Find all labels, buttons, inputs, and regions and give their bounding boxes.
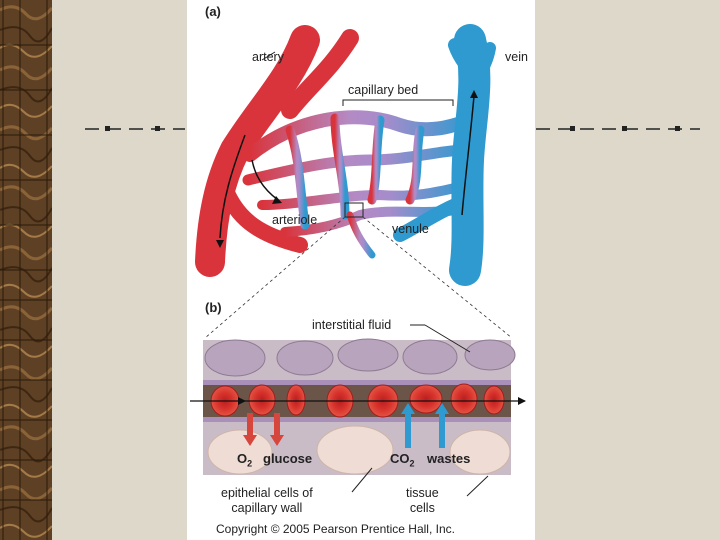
o2-label: O2: [237, 451, 253, 469]
venule-label: venule: [392, 222, 429, 236]
arrow-head-down: [216, 240, 224, 248]
epithelial-cells-label: epithelial cells of capillary wall: [221, 486, 313, 515]
interstitial-fluid-label: interstitial fluid: [312, 318, 392, 332]
zoom-line-left: [204, 216, 346, 339]
panel-b-tag: (b): [205, 300, 222, 315]
co2-label: CO2: [390, 451, 415, 469]
copyright-text: Copyright © 2005 Pearson Prentice Hall, …: [216, 522, 455, 536]
artery-label: artery: [252, 50, 284, 64]
capillary-bed-bracket: [342, 99, 454, 106]
arteriole-label: arteriole: [272, 213, 318, 227]
tissue-cells-label: tissue cells: [406, 486, 439, 515]
epithelial-leader: [351, 467, 373, 493]
vein-label: vein: [505, 50, 528, 64]
decorative-wood-stripe: [0, 0, 52, 540]
tissue-leader: [466, 475, 489, 497]
artery-leader: [261, 51, 276, 61]
arrow-head-up: [470, 90, 478, 98]
capillary-bed-label: capillary bed: [348, 83, 419, 97]
tissue-closeup: [190, 338, 526, 475]
flow-arrows: [219, 95, 475, 239]
zoom-line-right: [362, 216, 513, 339]
wastes-label: wastes: [427, 451, 471, 466]
artery-vessel: [195, 25, 359, 277]
stripe-texture: [0, 0, 52, 540]
zoom-box: [344, 202, 364, 218]
capillary-network: [242, 110, 477, 259]
arrow-head-right: [272, 196, 282, 204]
glucose-label: glucose: [263, 451, 313, 466]
panel-a-tag: (a): [205, 4, 221, 19]
